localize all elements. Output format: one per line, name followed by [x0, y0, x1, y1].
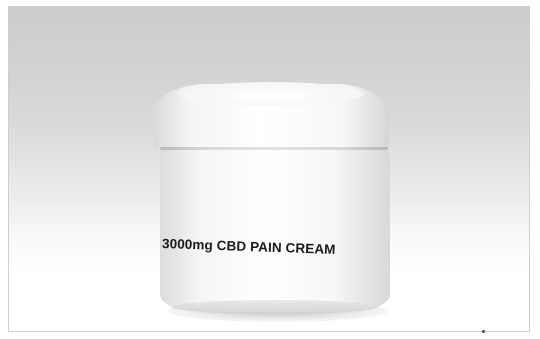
cream-jar-body	[160, 148, 390, 312]
cream-jar-lid-top	[178, 82, 364, 106]
lid-seam-line	[160, 147, 388, 150]
cream-jar-base	[172, 300, 378, 314]
dust-speck	[482, 330, 485, 333]
